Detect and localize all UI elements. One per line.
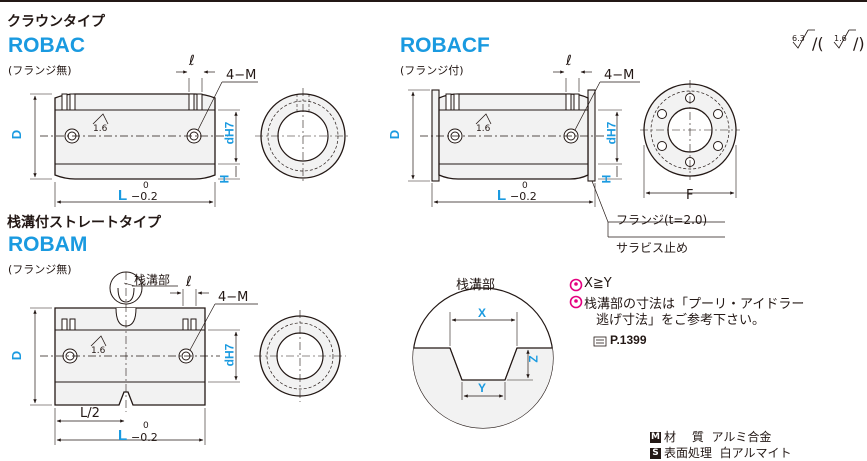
robam-groove-callout: 栈溝部 xyxy=(134,273,171,287)
robac-4M: 4−M xyxy=(226,68,257,83)
robam-tol-upper: 0 xyxy=(143,421,149,431)
note-groove-line1: 栈溝部の寸法は「プーリ・アイドラー xyxy=(584,297,805,312)
material-label: 材 質 xyxy=(664,430,704,444)
surface-label: 表面処理 xyxy=(664,446,713,460)
robacf-dim-ell: ℓ xyxy=(566,53,572,69)
page-reference: P.1399 xyxy=(610,333,647,347)
robac-tol-lower: −0.2 xyxy=(131,190,158,203)
robacf-dim-D: D xyxy=(387,129,403,140)
roughness-symbols xyxy=(792,29,856,49)
robam-dim-L: L xyxy=(118,427,128,444)
robacf-flange-note: フランジ(t=2.0) xyxy=(616,213,708,227)
robacf-variant: (フランジ付) xyxy=(400,64,464,77)
page-ref-icon xyxy=(593,336,607,347)
robac-dim-L: L xyxy=(118,187,128,204)
robac-dim-dH7: dH7 xyxy=(222,121,237,145)
surface-badge: S xyxy=(650,448,661,459)
groove-dim-Z: Z xyxy=(526,355,541,363)
robam-model: ROBAM xyxy=(8,233,88,256)
robac-model: ROBAC xyxy=(8,34,85,57)
robam-4M: 4−M xyxy=(218,290,249,305)
robac-tol-upper: 0 xyxy=(143,181,149,191)
note-groove-line2: 逃げ寸法」をご参考下さい。 xyxy=(596,313,766,328)
robac-dim-D: D xyxy=(9,129,25,140)
robam-dim-L2: L/2 xyxy=(80,406,100,421)
robac-variant: (フランジ無) xyxy=(8,64,72,77)
robacf-dim-dH7: dH7 xyxy=(604,121,619,145)
robam-roughness: 1.6 xyxy=(91,346,106,356)
section-title-straight: 栈溝付ストレートタイプ xyxy=(7,215,161,231)
robacf-tol-upper: 0 xyxy=(522,181,528,191)
roughness-open: /( xyxy=(812,34,824,53)
robacf-side-view xyxy=(640,80,740,198)
robac-side-view xyxy=(255,88,351,184)
top-rule xyxy=(0,0,867,2)
roughness-close: /) xyxy=(853,34,865,53)
material-badge: M xyxy=(650,432,661,443)
robacf-dim-H: H xyxy=(599,174,614,184)
roughness-a: 6.3 xyxy=(792,34,805,43)
robac-front-view xyxy=(30,70,258,207)
section-title-crown: クラウンタイプ xyxy=(7,14,105,30)
robacf-flange-finish: サラビス止め xyxy=(616,241,689,255)
robacf-model: ROBACF xyxy=(400,34,490,57)
robam-side-view xyxy=(254,310,346,402)
robac-dim-ell: ℓ xyxy=(189,53,195,69)
note-marker-icon xyxy=(569,278,583,309)
note-x-ge-y: X≧Y xyxy=(584,276,612,291)
robacf-tol-lower: −0.2 xyxy=(510,190,537,203)
roughness-b: 1.6 xyxy=(834,34,847,43)
robacf-4M: 4−M xyxy=(604,68,635,83)
robac-dim-H: H xyxy=(217,174,232,184)
robacf-front-view xyxy=(408,70,725,238)
robam-dim-dH7: dH7 xyxy=(222,343,237,367)
surface-value: 白アルマイト xyxy=(719,446,792,460)
robacf-dim-L: L xyxy=(497,187,507,204)
robacf-dim-F: F xyxy=(686,188,694,203)
robac-roughness: 1.6 xyxy=(93,124,108,134)
groove-dim-Y: Y xyxy=(478,381,487,395)
groove-dim-X: X xyxy=(478,306,487,320)
material-value: アルミ合金 xyxy=(711,430,772,444)
robam-tol-lower: −0.2 xyxy=(131,431,158,444)
robam-variant: (フランジ無) xyxy=(8,263,72,276)
robam-front-view xyxy=(30,271,258,445)
groove-detail-title: 栈溝部 xyxy=(456,278,496,293)
robam-dim-ell: ℓ xyxy=(186,274,192,290)
robam-dim-D: D xyxy=(9,350,25,361)
robacf-roughness: 1.6 xyxy=(476,124,491,134)
